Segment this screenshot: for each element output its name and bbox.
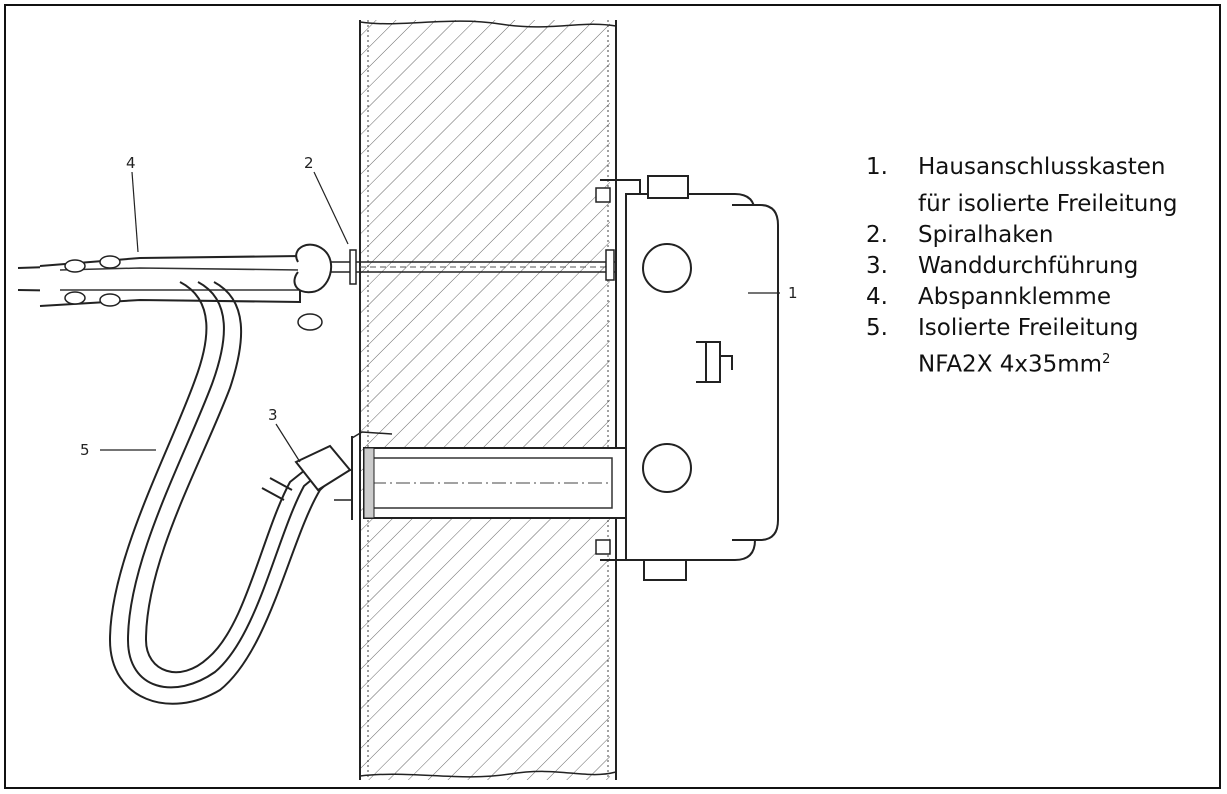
legend-label-line2: NFA2X 4x35mm (918, 351, 1103, 378)
superscript: 2 (1102, 352, 1111, 367)
callout-4: 4 (126, 154, 139, 253)
legend-item-2: 2. Spiralhaken (866, 220, 1178, 251)
wall-bushing (334, 431, 627, 520)
legend-label: Wanddurchführung (918, 253, 1139, 279)
diagram-frame (4, 4, 1221, 789)
legend-label-line2: für isolierte Freileitung (918, 191, 1178, 217)
spiral-hook-rod (300, 249, 616, 285)
legend-number: 2. (866, 222, 888, 248)
svg-text:2: 2 (304, 154, 314, 172)
legend-item-1: 1. Hausanschlusskasten für isolierte Fre… (866, 152, 1178, 220)
legend-number: 3. (866, 253, 888, 279)
legend-item-5: 5. Isolierte Freileitung NFA2X 4x35mm2 (866, 313, 1178, 381)
legend-number: 1. (866, 154, 888, 180)
house-connection-box (595, 175, 779, 581)
callout-1: 1 (748, 284, 798, 302)
callout-2: 2 (304, 154, 349, 245)
legend-label: Hausanschlusskasten (918, 154, 1166, 180)
svg-text:3: 3 (268, 406, 278, 424)
legend-item-3: 3. Wanddurchführung (866, 251, 1178, 282)
callout-5: 5 (80, 441, 156, 459)
legend-number: 4. (866, 284, 888, 310)
insulated-overhead-line (108, 281, 352, 705)
legend-label: Isolierte Freileitung (918, 315, 1139, 341)
svg-text:5: 5 (80, 441, 90, 459)
svg-text:4: 4 (126, 154, 136, 172)
legend-number: 5. (866, 315, 888, 341)
svg-text:1: 1 (788, 284, 798, 302)
legend: 1. Hausanschlusskasten für isolierte Fre… (866, 152, 1178, 381)
legend-label: Spiralhaken (918, 222, 1054, 248)
tension-clamp (17, 243, 333, 331)
callout-3: 3 (268, 406, 301, 463)
wall (359, 20, 617, 780)
legend-label: Abspannklemme (918, 284, 1111, 310)
legend-item-4: 4. Abspannklemme (866, 282, 1178, 313)
